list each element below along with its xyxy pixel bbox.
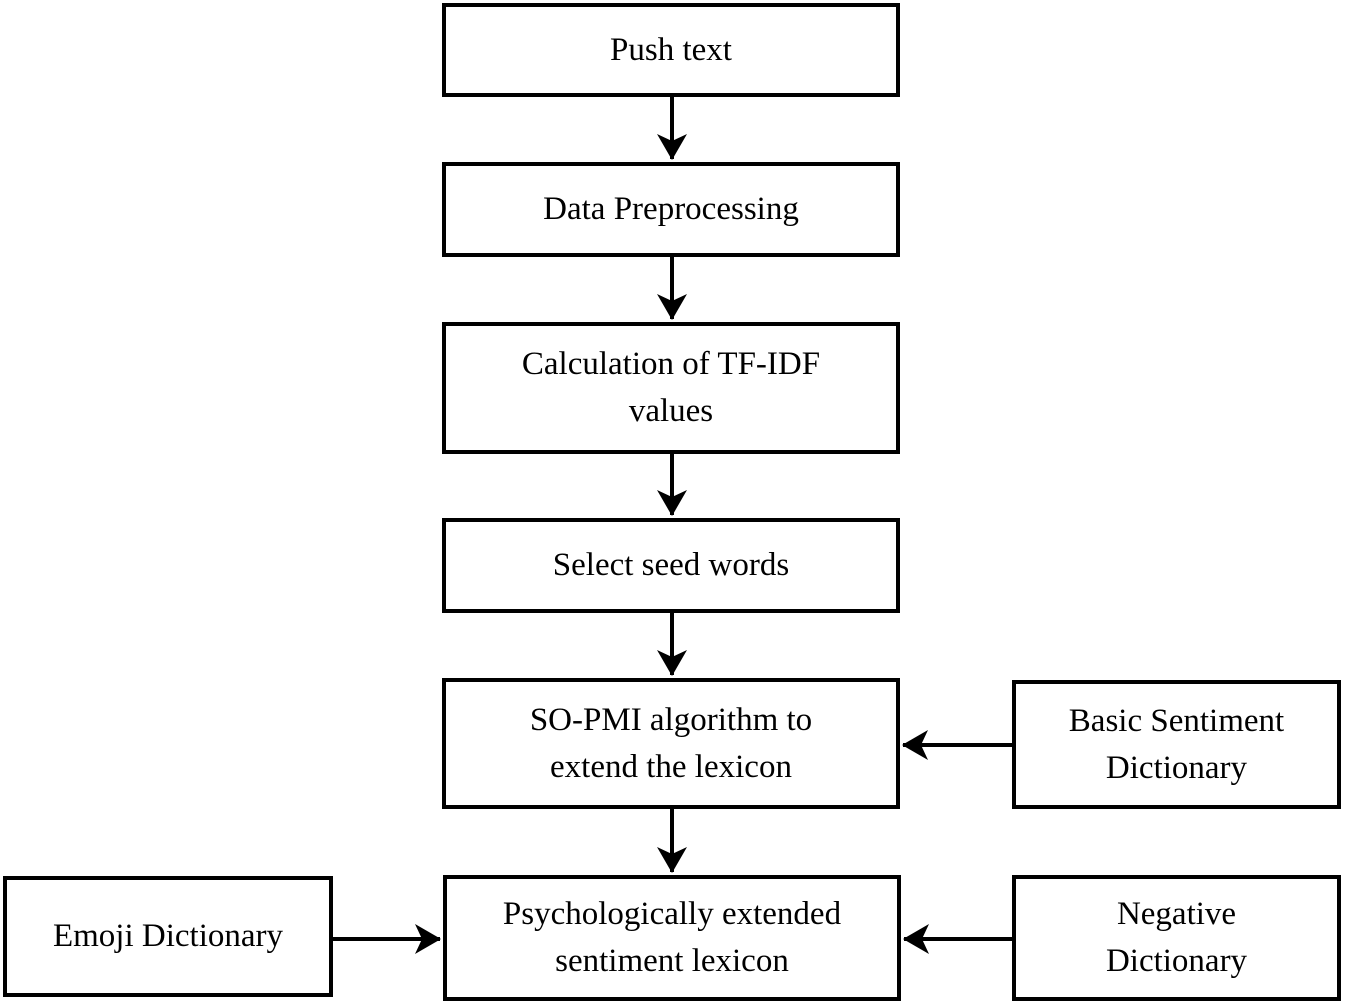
node-select-seed-words-label: Select seed words xyxy=(552,547,790,584)
node-psychologically-extended-lexicon-label: Psychologically extended sentiment lexic… xyxy=(502,896,842,979)
node-emoji-dictionary: Emoji Dictionary xyxy=(3,876,333,997)
node-negative-dictionary-label: Negative Dictionary xyxy=(1105,896,1248,979)
node-calculation-tf-idf-label: Calculation of TF-IDF values xyxy=(521,346,821,429)
node-emoji-dictionary-label: Emoji Dictionary xyxy=(52,918,284,955)
node-push-text: Push text xyxy=(442,3,900,97)
node-data-preprocessing-label: Data Preprocessing xyxy=(543,191,799,228)
node-psychologically-extended-lexicon: Psychologically extended sentiment lexic… xyxy=(443,875,901,1001)
node-calculation-tf-idf: Calculation of TF-IDF values xyxy=(442,322,900,454)
node-data-preprocessing: Data Preprocessing xyxy=(442,162,900,257)
node-so-pmi-label: SO-PMI algorithm to extend the lexicon xyxy=(529,701,813,785)
node-select-seed-words: Select seed words xyxy=(442,518,900,613)
node-so-pmi: SO-PMI algorithm to extend the lexicon xyxy=(442,678,900,809)
node-basic-sentiment-dictionary-label: Basic Sentiment Dictionary xyxy=(1068,702,1285,786)
node-basic-sentiment-dictionary: Basic Sentiment Dictionary xyxy=(1012,680,1341,809)
node-push-text-label: Push text xyxy=(610,31,732,68)
node-negative-dictionary: Negative Dictionary xyxy=(1012,875,1341,1001)
